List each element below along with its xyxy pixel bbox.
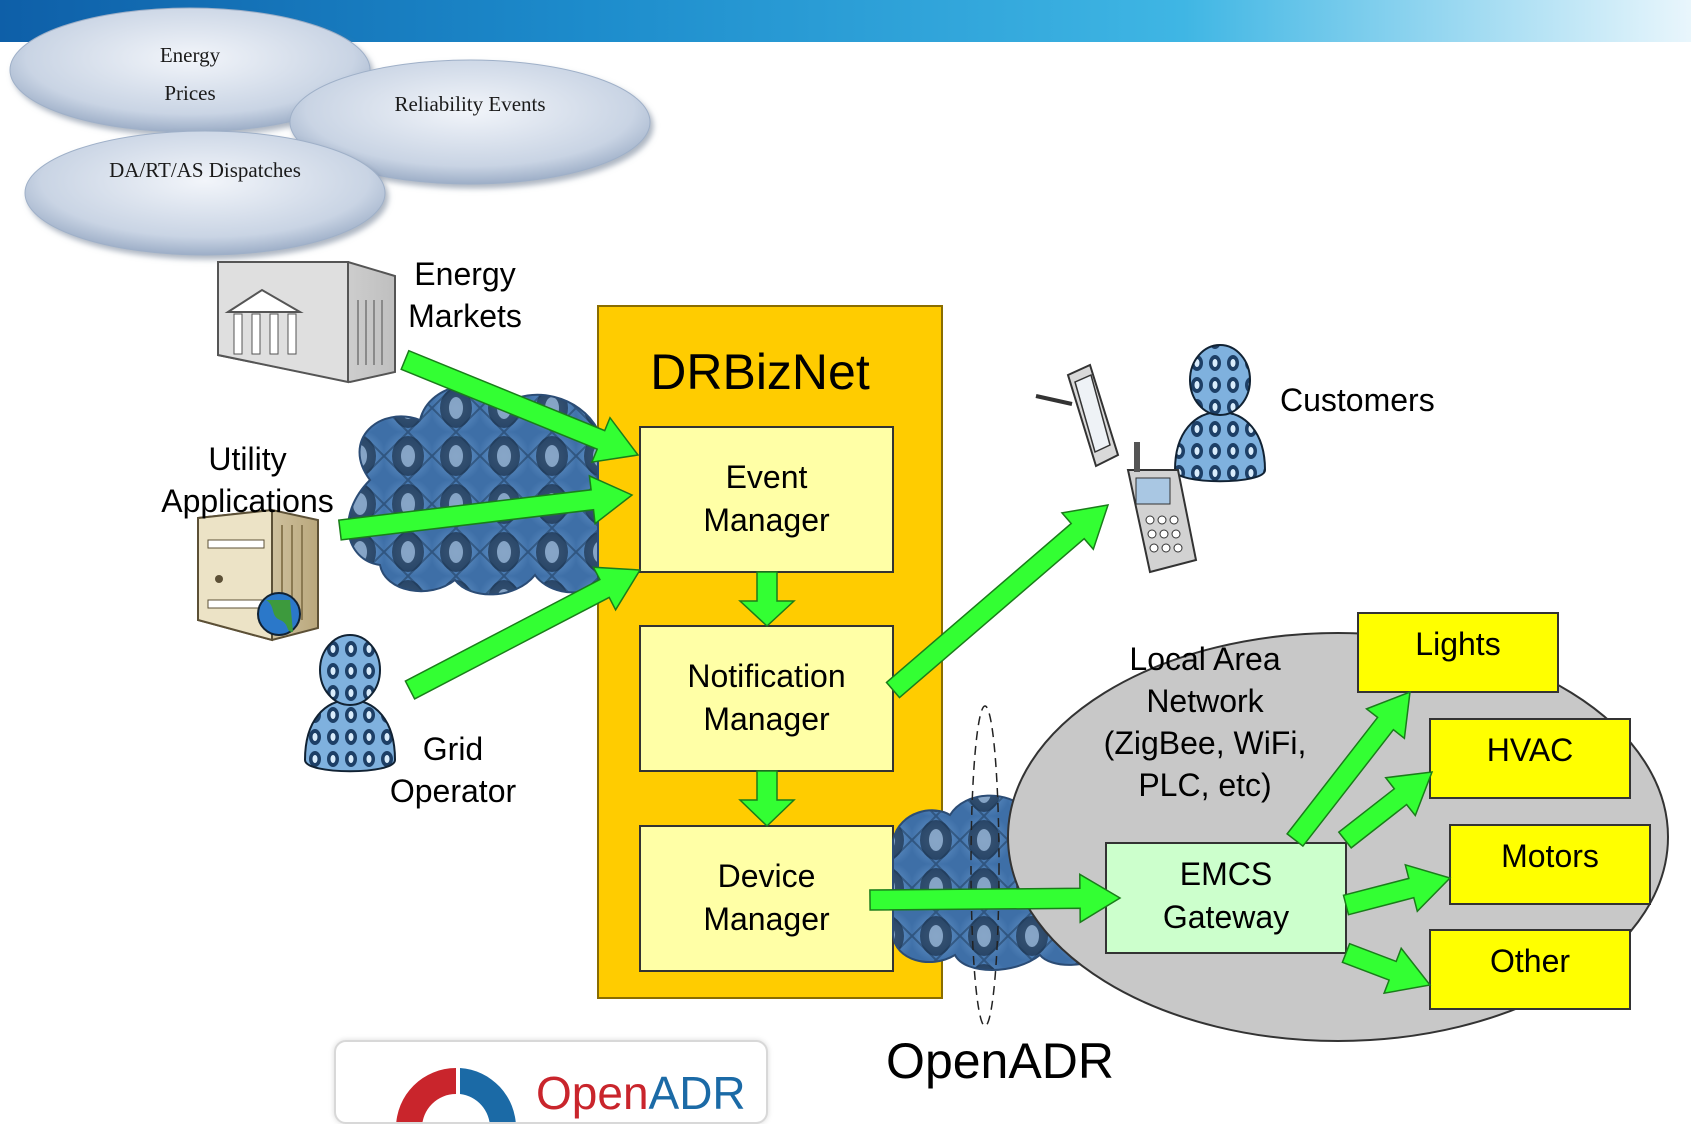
arrow-gateway-to-motors xyxy=(1342,863,1452,916)
arrow-gateway-to-hvac xyxy=(1337,771,1434,849)
label-line: PLC, etc) xyxy=(1138,767,1272,803)
customer-person-icon xyxy=(1173,344,1267,483)
label-line: (ZigBee, WiFi, xyxy=(1103,725,1307,761)
label-utility-applications: Utility Applications xyxy=(140,438,355,522)
device-manager-label: Device Manager xyxy=(640,855,893,941)
emcs-gateway-label: EMCS Gateway xyxy=(1106,853,1346,939)
lan-label: Local Area Network (ZigBee, WiFi, PLC, e… xyxy=(1085,638,1325,806)
arrow-event-to-notification xyxy=(738,571,796,628)
label-line: Utility xyxy=(208,441,287,477)
grid-operator-person-icon xyxy=(303,634,397,773)
label-line: Manager xyxy=(703,502,830,538)
label-line: Applications xyxy=(161,483,334,519)
label-energy-markets: Energy Markets xyxy=(395,253,535,337)
openadr-logo: OpenADR xyxy=(334,1040,768,1124)
arrow-utility-to-event xyxy=(337,474,634,541)
emcs-gateway-box[interactable] xyxy=(1105,842,1347,954)
device-label-hvac: HVAC xyxy=(1486,732,1574,768)
arrow-gateway-to-other xyxy=(1341,942,1432,995)
label-grid-operator: Grid Operator xyxy=(378,728,528,812)
openadr-boundary xyxy=(970,705,1000,1027)
event-manager-box[interactable] xyxy=(639,426,894,573)
bank-building-icon xyxy=(217,261,396,384)
label-line: Local Area xyxy=(1129,641,1281,677)
arrow-notification-to-device xyxy=(738,770,796,828)
logo-text-adr: ADR xyxy=(648,1067,746,1119)
bubble-dispatches xyxy=(24,130,386,256)
globe-icon xyxy=(257,592,301,636)
openadr-logo-text: OpenADR xyxy=(536,1066,746,1120)
openadr-diagram xyxy=(9,7,1669,1042)
label-line: Manager xyxy=(703,901,830,937)
label-line: Network xyxy=(1146,683,1264,719)
event-manager-label: Event Manager xyxy=(640,456,893,542)
notification-manager-label: Notification Manager xyxy=(640,655,893,741)
device-box-other[interactable] xyxy=(1429,929,1631,1010)
device-box-lights[interactable] xyxy=(1357,612,1559,693)
label-line: Device xyxy=(717,858,816,894)
arrow-notification-to-customer xyxy=(885,504,1110,699)
label-customers: Customers xyxy=(1280,382,1435,418)
device-label-other: Other xyxy=(1489,943,1571,979)
arrow-operator-to-event xyxy=(404,566,642,700)
openadr-logo-icon xyxy=(396,1068,516,1122)
label-line: Event xyxy=(725,459,808,495)
flow-arrows xyxy=(337,349,1452,995)
label-line: Energy xyxy=(414,256,516,292)
cell-phone-icon xyxy=(1126,442,1198,574)
drbiznet-title: DRBizNet xyxy=(650,344,870,400)
label-line: Operator xyxy=(389,773,517,809)
bubble-label-line: Energy xyxy=(159,43,221,67)
label-line: Grid xyxy=(422,731,484,767)
bubble-label-reliability-events: Reliability Events xyxy=(394,92,546,116)
label-line: Gateway xyxy=(1162,899,1290,935)
bubble-label-line: Prices xyxy=(164,81,216,105)
label-line: Notification xyxy=(687,658,846,694)
label-line: Markets xyxy=(408,298,522,334)
pda-icon xyxy=(1035,363,1120,468)
label-line: EMCS xyxy=(1179,856,1273,892)
bubble-label-energy-prices: Energy Prices xyxy=(140,36,240,112)
arrow-markets-to-event xyxy=(400,349,640,464)
bubble-label-dispatches: DA/RT/AS Dispatches xyxy=(109,158,301,182)
label-line: Manager xyxy=(703,701,830,737)
openadr-label: OpenADR xyxy=(886,1033,1114,1089)
logo-text-open: Open xyxy=(536,1067,649,1119)
arrow-device-to-gateway xyxy=(869,872,1122,924)
device-box-hvac[interactable] xyxy=(1429,718,1631,799)
device-label-lights: Lights xyxy=(1415,626,1501,662)
device-label-motors: Motors xyxy=(1501,838,1599,874)
bubble-reliability-events xyxy=(289,59,651,185)
arrow-gateway-to-lights xyxy=(1286,690,1411,848)
device-box-motors[interactable] xyxy=(1449,824,1651,905)
